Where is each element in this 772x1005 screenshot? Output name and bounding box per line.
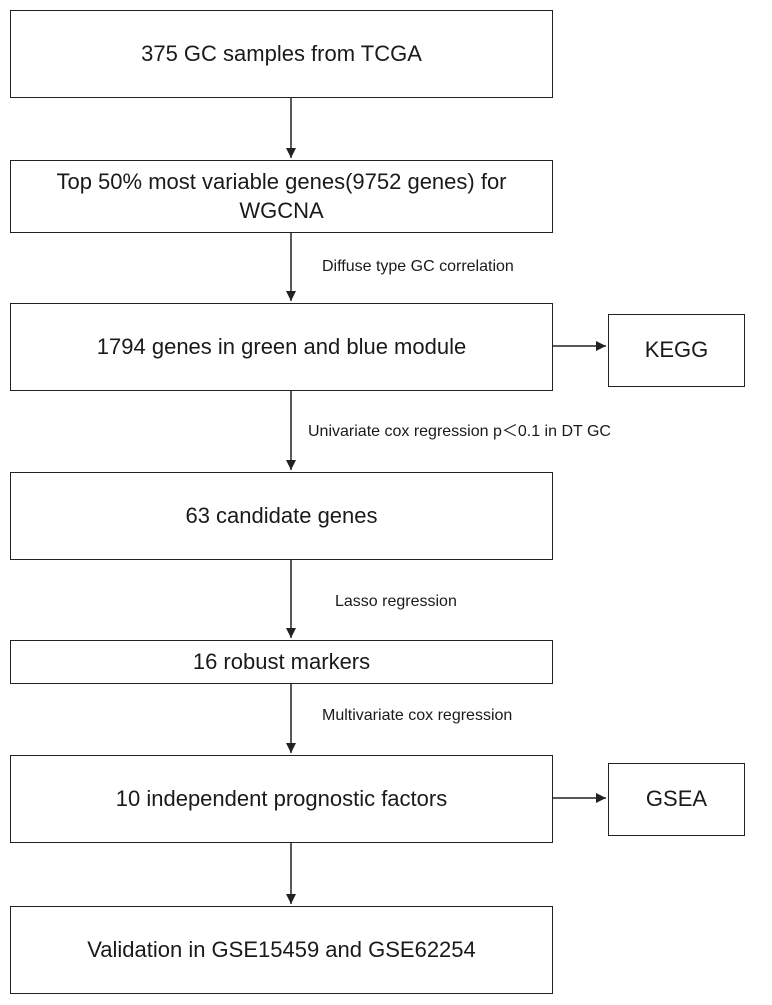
node-samples-label: 375 GC samples from TCGA (141, 40, 422, 66)
node-independent-label: 10 independent prognostic factors (115, 785, 448, 811)
node-samples: 375 GC samples from TCGA (10, 10, 553, 98)
node-variable-genes: Top 50% most variable genes(9752 genes) … (10, 160, 553, 233)
node-candidates: 63 candidate genes (10, 472, 553, 560)
edge-label-univariate: Univariate cox regression p＜0.1 in DT GC (308, 423, 611, 440)
node-robust-label: 16 robust markers (192, 648, 371, 674)
node-module-genes-label: 1794 genes in green and blue module (96, 333, 467, 359)
node-gsea: GSEA (608, 763, 745, 836)
node-validation-label: Validation in GSE15459 and GSE62254 (87, 936, 476, 962)
edge-label-lasso: Lasso regression (335, 593, 457, 610)
node-candidates-label: 63 candidate genes (185, 502, 378, 528)
edge-label-diffuse: Diffuse type GC correlation (322, 258, 514, 275)
node-module-genes: 1794 genes in green and blue module (10, 303, 553, 391)
node-gsea-label: GSEA (645, 786, 708, 812)
node-kegg: KEGG (608, 314, 745, 387)
node-validation: Validation in GSE15459 and GSE62254 (10, 906, 553, 994)
node-robust: 16 robust markers (10, 640, 553, 684)
node-independent: 10 independent prognostic factors (10, 755, 553, 843)
node-kegg-label: KEGG (644, 337, 709, 363)
edge-label-multivariate: Multivariate cox regression (322, 707, 513, 724)
node-variable-genes-label: Top 50% most variable genes(9752 genes) … (56, 168, 507, 223)
